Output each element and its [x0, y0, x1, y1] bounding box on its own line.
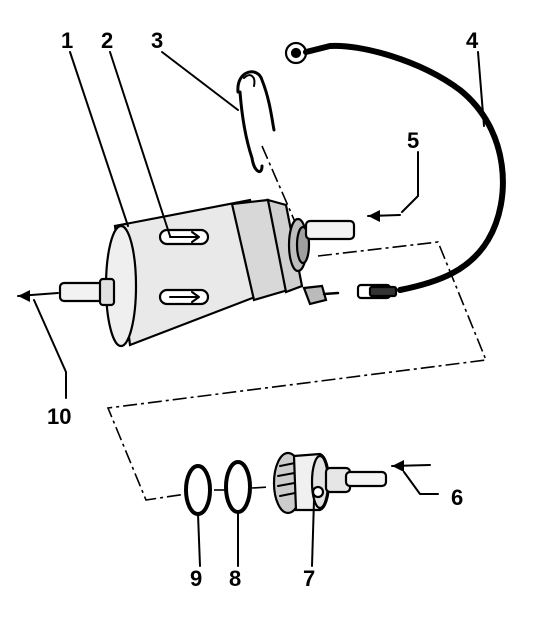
flow-arrow-outlet — [17, 290, 59, 302]
filter-slots — [158, 228, 210, 306]
callout-6: 6 — [451, 485, 463, 510]
callout-5: 5 — [407, 128, 419, 153]
retaining-clip — [236, 70, 276, 174]
callout-7: 7 — [303, 566, 315, 591]
inlet-pipe — [304, 219, 356, 241]
flow-arrow-inlet-6 — [391, 460, 431, 472]
o-ring-8 — [224, 460, 252, 514]
o-ring-9 — [184, 464, 212, 516]
callout-2: 2 — [101, 28, 113, 53]
ground-cable — [284, 41, 506, 300]
outlet-pipe — [58, 277, 116, 307]
callout-1: 1 — [61, 28, 73, 53]
ground-terminal — [302, 284, 340, 306]
callout-10: 10 — [47, 404, 71, 429]
callout-8: 8 — [229, 566, 241, 591]
callout-3: 3 — [151, 28, 163, 53]
pressure-regulator — [272, 451, 388, 515]
callout-4: 4 — [466, 28, 479, 53]
callout-labels: 1 2 3 4 5 6 7 8 9 10 — [47, 28, 479, 591]
callout-9: 9 — [190, 566, 202, 591]
leader-lines — [33, 51, 485, 567]
flow-arrow-inlet-5 — [367, 210, 401, 222]
fuel-filter-body — [104, 198, 311, 348]
